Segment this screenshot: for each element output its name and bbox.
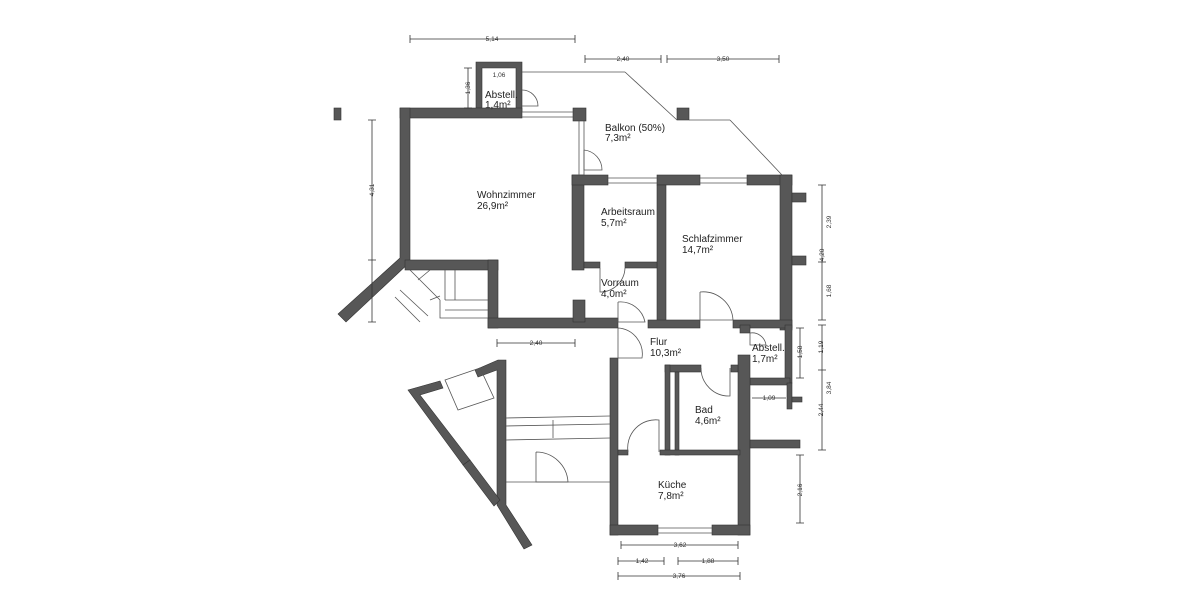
svg-text:Küche: Küche	[658, 480, 687, 491]
dim-label: 1,58	[797, 345, 804, 358]
svg-text:Wohnzimmer: Wohnzimmer	[477, 190, 536, 201]
svg-text:5,7m²: 5,7m²	[601, 218, 627, 229]
dim-label: 1,42	[636, 558, 649, 565]
dim-label: 1,68	[826, 284, 833, 297]
svg-text:7,3m²: 7,3m²	[605, 133, 631, 144]
svg-text:Abstell.: Abstell.	[485, 90, 518, 101]
dim-label: 2,16	[797, 483, 804, 496]
dim-label: 1,88	[702, 558, 715, 565]
svg-text:Flur: Flur	[650, 337, 668, 348]
svg-text:10,3m²: 10,3m²	[650, 348, 682, 359]
svg-text:7,8m²: 7,8m²	[658, 491, 684, 502]
dim-label: 1,19	[818, 340, 825, 353]
svg-text:Schlafzimmer: Schlafzimmer	[682, 234, 743, 245]
dim-label: 2,44	[818, 403, 825, 416]
dim-label: 3,76	[673, 573, 686, 580]
dim-label: 1,36	[465, 81, 472, 94]
dim-label: 1,06	[493, 72, 506, 79]
svg-text:Abstell.: Abstell.	[752, 343, 785, 354]
dim-label: 4,20	[819, 248, 826, 261]
room-abstell-1: Abstell.1,4m²	[485, 90, 518, 111]
svg-text:Vorraum: Vorraum	[601, 278, 639, 289]
svg-text:Arbeitsraum: Arbeitsraum	[601, 207, 655, 218]
svg-text:Balkon (50%): Balkon (50%)	[605, 123, 665, 134]
walls	[333, 61, 807, 550]
dim-label: 2,40	[530, 340, 543, 347]
dim-label: 4,31	[369, 183, 376, 196]
svg-text:1,7m²: 1,7m²	[752, 354, 778, 365]
svg-text:4,0m²: 4,0m²	[601, 289, 627, 300]
dim-label: 2,40	[617, 56, 630, 63]
svg-text:4,6m²: 4,6m²	[695, 416, 721, 427]
dimension-labels: 5,14 2,40 3,50 1,06 1,36 4,31 2,40 2,39 …	[369, 36, 833, 580]
svg-text:1,4m²: 1,4m²	[485, 100, 511, 111]
room-abstell-2: Abstell.1,7m²	[752, 343, 785, 365]
svg-text:14,7m²: 14,7m²	[682, 245, 714, 256]
dim-label: 5,14	[486, 36, 499, 43]
dim-label: 3,84	[826, 381, 833, 394]
dimension-lines	[368, 35, 826, 580]
room-labels: Abstell.1,4m² Balkon (50%)7,3m² Wohnzimm…	[477, 90, 785, 502]
fixtures	[394, 71, 783, 534]
dim-label: 1,09	[763, 395, 776, 402]
svg-text:26,9m²: 26,9m²	[477, 201, 509, 212]
dim-label: 3,62	[674, 542, 687, 549]
svg-text:Bad: Bad	[695, 405, 713, 416]
dim-label: 2,39	[826, 215, 833, 228]
dim-label: 3,50	[717, 56, 730, 63]
room-balkon: Balkon (50%)7,3m²	[605, 123, 665, 144]
